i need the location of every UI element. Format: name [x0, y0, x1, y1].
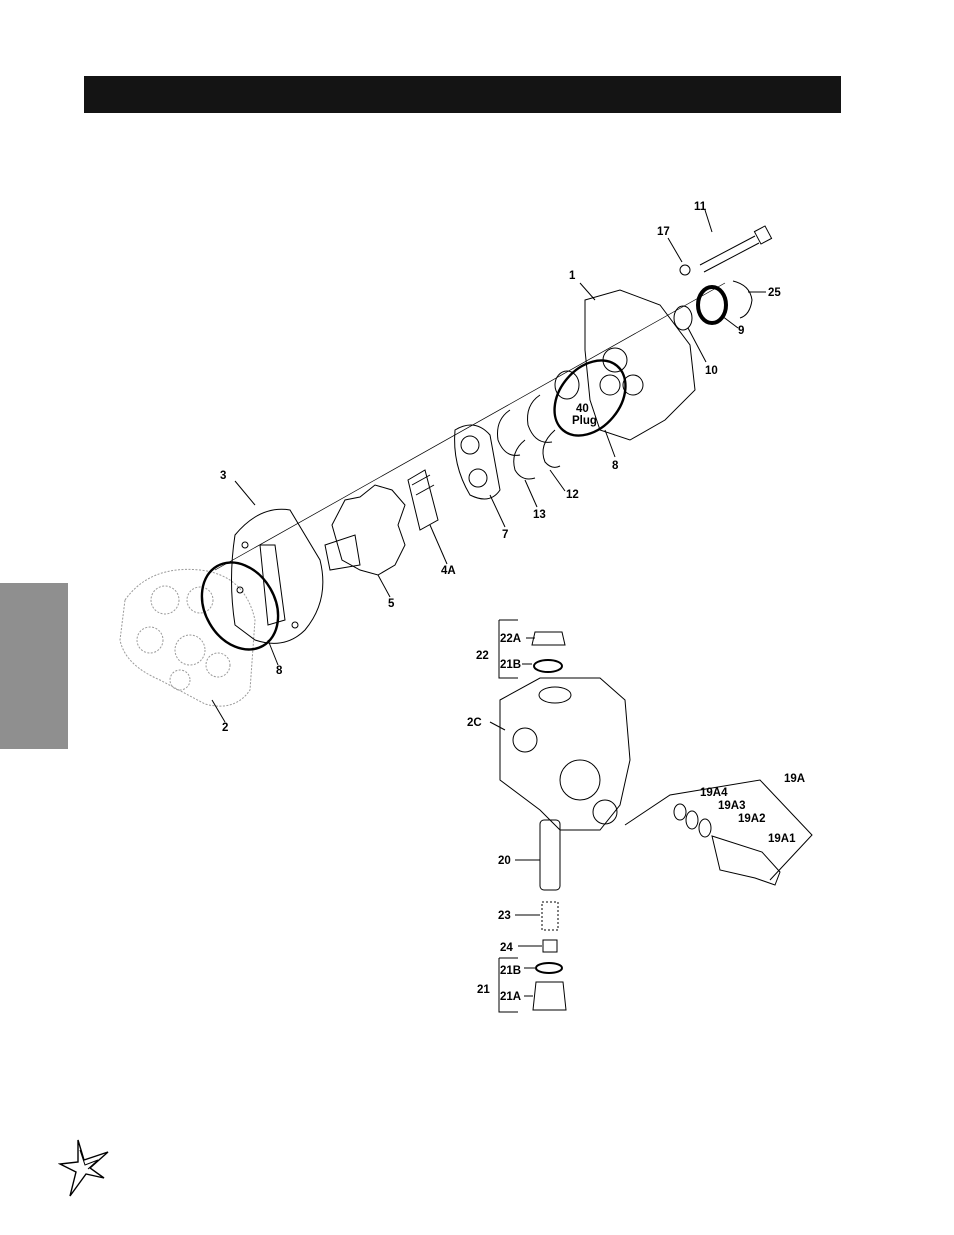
label-part-8-lower: 8 — [276, 665, 283, 677]
label-part-9: 9 — [738, 325, 744, 337]
spool-20 — [539, 819, 561, 891]
washer-17 — [679, 264, 691, 276]
side-tab — [0, 583, 68, 749]
bracket-21 — [498, 957, 518, 1013]
o-ring-19a3 — [685, 810, 699, 830]
o-ring-21b-bottom — [535, 962, 563, 974]
seal-12-lower — [542, 429, 561, 468]
label-part-19a: 19A — [784, 773, 805, 785]
o-ring-21b-top — [533, 659, 563, 673]
label-part-4a: 4A — [441, 565, 456, 577]
shaft-seal-9 — [696, 285, 728, 325]
label-part-5: 5 — [388, 598, 395, 610]
label-part-21b-bottom: 21B — [500, 965, 521, 977]
label-part-23: 23 — [498, 910, 511, 922]
gear-5 — [324, 484, 406, 576]
label-part-21b-top: 21B — [500, 659, 521, 671]
cartridge-19a1 — [711, 835, 781, 886]
gear-housing-3 — [231, 508, 324, 644]
label-part-8-upper: 8 — [612, 460, 619, 472]
seal-13-upper — [497, 409, 521, 456]
seal-10 — [673, 305, 693, 331]
label-part-1: 1 — [569, 270, 576, 282]
label-part-19a4: 19A4 — [700, 787, 728, 799]
label-part-21a: 21A — [500, 991, 521, 1003]
label-part-7: 7 — [502, 529, 508, 541]
bracket-19a — [624, 779, 813, 881]
front-cover-1 — [584, 289, 696, 441]
bolt-11 — [699, 225, 773, 273]
label-part-19a3: 19A3 — [718, 800, 746, 812]
label-part-17: 17 — [657, 226, 670, 238]
bracket-22 — [498, 619, 518, 679]
wear-plate-hole-upper — [460, 435, 480, 455]
snap-ring-25 — [732, 280, 753, 319]
label-part-20: 20 — [498, 855, 511, 867]
o-ring-19a4 — [673, 803, 687, 821]
label-part-19a1: 19A1 — [768, 833, 796, 845]
label-part-11: 11 — [694, 201, 707, 213]
label-part-22: 22 — [476, 650, 489, 662]
label-part-24: 24 — [500, 942, 513, 954]
rear-housing-drawing — [119, 568, 256, 707]
wear-plate-7 — [454, 424, 501, 500]
label-part-12: 12 — [566, 489, 579, 501]
label-plug-text: Plug — [572, 415, 597, 427]
spring-23 — [541, 901, 559, 931]
label-part-2: 2 — [222, 722, 228, 734]
label-part-3: 3 — [220, 470, 226, 482]
label-plug-number: 40 — [576, 403, 589, 415]
o-ring-8-lower — [200, 561, 280, 651]
o-ring-19a2 — [698, 818, 712, 838]
label-part-19a2: 19A2 — [738, 813, 766, 825]
star-burst-icon — [58, 1139, 109, 1197]
wear-plate-hole-lower — [468, 468, 488, 488]
o-ring-8-upper — [553, 359, 627, 437]
header-bar — [84, 76, 841, 113]
label-part-13: 13 — [533, 509, 546, 521]
relief-valve-body-2c — [499, 677, 631, 831]
plug-21a — [532, 981, 567, 1011]
label-part-10: 10 — [705, 365, 718, 377]
seal-13-lower — [513, 439, 536, 480]
plug-40 — [554, 370, 580, 400]
shaft-centerline — [214, 282, 726, 571]
plug-22a — [531, 631, 566, 646]
label-part-22a: 22A — [500, 633, 521, 645]
washer-24 — [542, 939, 558, 953]
drive-shaft-4a — [407, 469, 439, 531]
label-part-21: 21 — [477, 984, 490, 996]
label-part-25: 25 — [768, 287, 781, 299]
seal-12-upper — [527, 394, 553, 443]
label-part-2c: 2C — [467, 717, 482, 729]
